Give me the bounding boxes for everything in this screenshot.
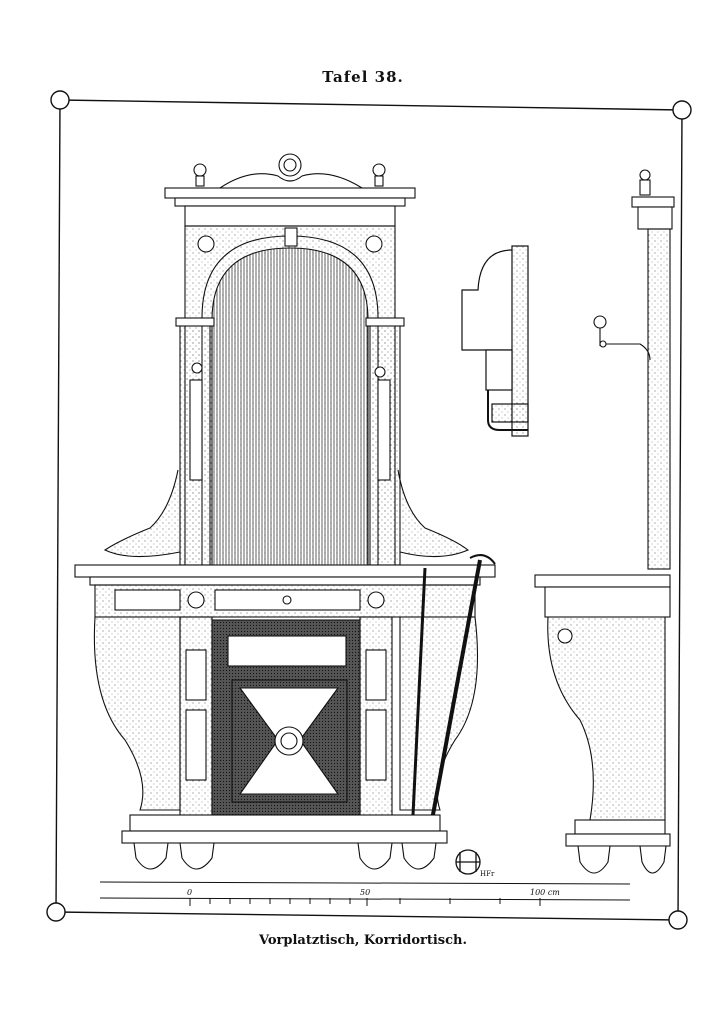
side-upright <box>647 228 671 570</box>
plate-frame <box>46 90 692 930</box>
scale-bar <box>99 881 631 906</box>
mirror-glass <box>211 247 369 566</box>
scroll-bracket-left <box>103 469 181 558</box>
side-body <box>547 616 666 821</box>
engraver-monogram <box>455 849 481 875</box>
plate-title: Tafel 38. <box>322 68 404 86</box>
door-boss <box>274 726 304 756</box>
frame-corner-top-left <box>50 90 70 110</box>
bun-feet <box>133 842 437 870</box>
niche-drawer <box>227 635 347 667</box>
plate-caption: Vorplatztisch, Korridortisch. <box>258 933 468 948</box>
spandrel-rosette-left <box>197 235 215 253</box>
scroll-bracket-right <box>397 469 470 558</box>
side-carving-left <box>93 616 181 811</box>
table-top <box>74 564 496 578</box>
side-elevation <box>534 169 675 874</box>
spandrel-rosette-right <box>365 235 383 253</box>
cornice <box>164 187 416 199</box>
drawer-knob <box>282 595 292 605</box>
finial-right <box>372 163 386 177</box>
front-elevation <box>74 153 496 870</box>
coat-hook-right <box>374 366 386 378</box>
monogram-text: HFr <box>480 870 495 878</box>
frame-corner-top-right <box>672 100 692 120</box>
coat-hook-left <box>191 362 203 374</box>
finial-left <box>193 163 207 177</box>
umbrella <box>430 559 482 821</box>
frame-corner-bottom-right <box>668 910 688 930</box>
walking-stick <box>411 567 427 816</box>
scale-label-0: 0 <box>187 888 192 897</box>
side-hook-icon <box>593 315 607 329</box>
crown-acanthus <box>218 173 364 189</box>
plinth <box>129 814 441 832</box>
drawer-panel-left <box>114 589 181 611</box>
scale-label-100: 100 cm <box>530 888 560 897</box>
scale-label-50: 50 <box>360 888 370 897</box>
profile-section-detail <box>461 245 529 437</box>
crown-medallion <box>278 153 302 177</box>
frame-corner-bottom-left <box>46 902 66 922</box>
